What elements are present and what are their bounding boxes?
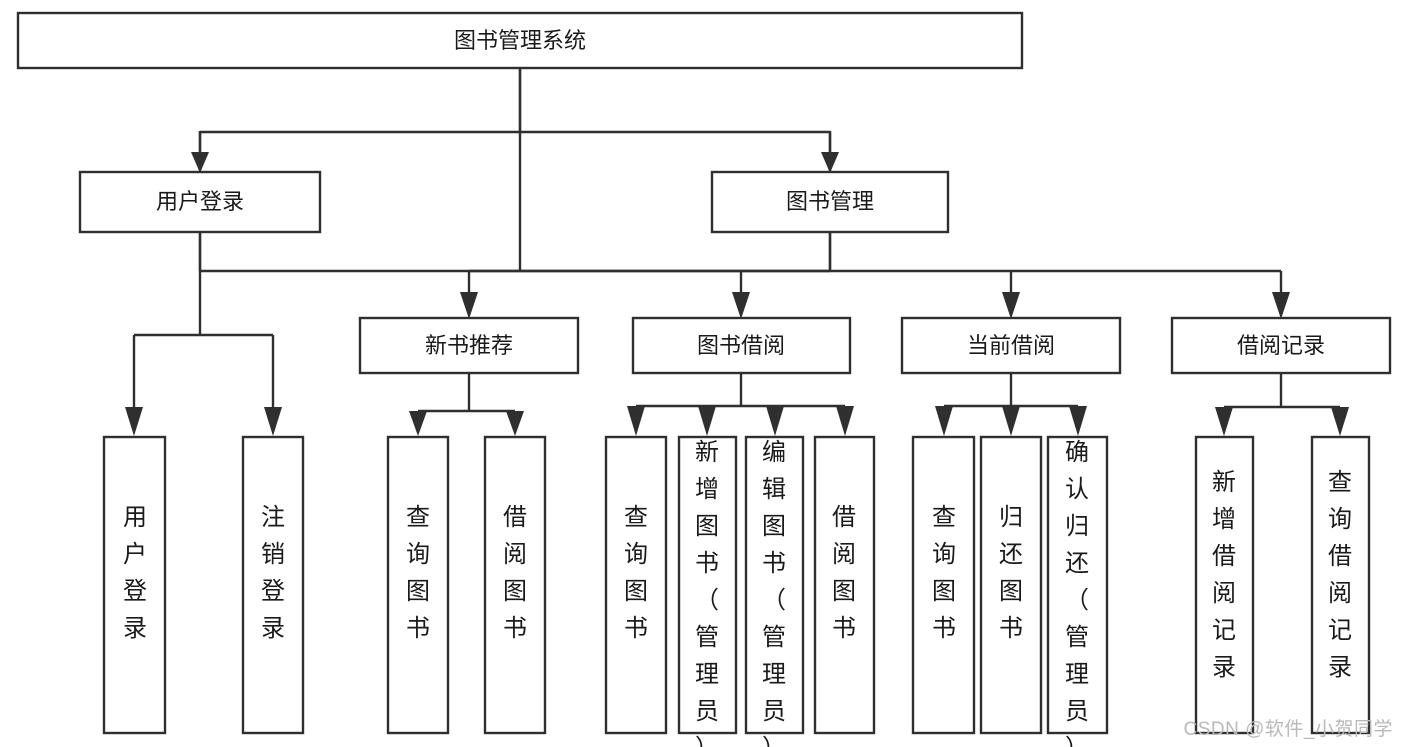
arrowhead-borrow-record <box>1272 292 1290 319</box>
arrowhead-leaf-borrow-book-rec <box>506 411 524 436</box>
arrowhead-leaf-user-login <box>125 407 143 436</box>
connector-group-main <box>191 68 839 173</box>
node-leaf-confirm-return-admin[interactable]: 确认归还（管理员） <box>1046 435 1109 747</box>
node-leaf-confirm-return-admin-box[interactable] <box>1046 435 1109 735</box>
node-borrow-record-box[interactable] <box>1170 316 1392 375</box>
node-leaf-query-book-current-box[interactable] <box>911 435 976 735</box>
node-leaf-edit-book-admin[interactable]: 编辑图书（管理员） <box>744 435 805 747</box>
node-leaf-borrow-book-borrow[interactable]: 借阅图书 <box>813 435 876 735</box>
node-leaf-edit-book-admin-label: 编辑图书（管理员） <box>762 439 786 747</box>
node-leaf-query-borrow-record-label: 查询借阅记录 <box>1328 469 1352 681</box>
node-user-login-label: 用户登录 <box>156 189 244 214</box>
node-book-borrow[interactable]: 图书借阅 <box>631 316 852 375</box>
connector-book-borrow-children <box>627 373 854 436</box>
connector-user-login-children <box>125 232 282 436</box>
node-leaf-query-book-rec[interactable]: 查询图书 <box>386 435 450 735</box>
node-root-box[interactable] <box>16 11 1024 70</box>
arrowhead-leaf-borrow-book-borrow <box>836 406 854 436</box>
node-leaf-add-book-admin-box[interactable] <box>677 435 738 735</box>
node-leaf-logout-label: 注销登录 <box>261 504 285 642</box>
node-leaf-logout[interactable]: 注销登录 <box>241 435 305 735</box>
node-current-borrow-box[interactable] <box>900 316 1122 375</box>
connector-borrow-record-children <box>1215 373 1349 436</box>
arrowhead-current-borrow <box>1002 292 1020 319</box>
node-leaf-borrow-book-rec-box[interactable] <box>483 435 547 735</box>
node-leaf-confirm-return-admin-label: 确认归还（管理员） <box>1065 439 1089 747</box>
connector-new-book-recommend-children <box>409 373 524 436</box>
node-borrow-record[interactable]: 借阅记录 <box>1170 316 1392 375</box>
node-leaf-borrow-book-rec-label: 借阅图书 <box>503 504 527 642</box>
arrowhead-leaf-add-book-admin <box>698 406 716 436</box>
node-book-borrow-label: 图书借阅 <box>697 333 785 358</box>
node-borrow-record-label: 借阅记录 <box>1237 333 1325 358</box>
arrowhead-leaf-query-book-borrow <box>627 406 645 436</box>
node-leaf-borrow-book-borrow-label: 借阅图书 <box>832 504 856 642</box>
node-leaf-user-login-box[interactable] <box>102 435 167 735</box>
leaf-nodes-group: 用户登录 注销登录 查询图书 借阅图书 查询图书 新增图书（管理员） <box>102 435 1371 747</box>
node-leaf-add-borrow-record-label: 新增借阅记录 <box>1212 469 1236 681</box>
arrowhead-leaf-query-book-rec <box>409 411 427 436</box>
node-leaf-logout-box[interactable] <box>241 435 305 735</box>
node-book-manage[interactable]: 图书管理 <box>710 170 950 234</box>
node-leaf-return-book-box[interactable] <box>979 435 1043 735</box>
connector-book-manage-children <box>460 232 1290 319</box>
node-book-manage-box[interactable] <box>710 170 950 234</box>
node-leaf-query-borrow-record[interactable]: 查询借阅记录 <box>1310 435 1371 735</box>
arrowhead-leaf-return-book <box>1002 406 1020 436</box>
arrowhead-book-manage <box>821 152 839 173</box>
node-leaf-query-book-borrow-box[interactable] <box>604 435 668 735</box>
connector-group <box>198 68 832 273</box>
node-new-book-recommend[interactable]: 新书推荐 <box>358 316 580 375</box>
arrowhead-leaf-confirm-return-admin <box>1069 406 1087 436</box>
arrowhead-leaf-query-borrow-record <box>1331 407 1349 436</box>
arrowhead-leaf-edit-book-admin <box>766 406 784 436</box>
arrowhead-user-login <box>191 152 209 173</box>
node-leaf-edit-book-admin-box[interactable] <box>744 435 805 735</box>
node-leaf-query-book-current[interactable]: 查询图书 <box>911 435 976 735</box>
node-leaf-query-book-current-label: 查询图书 <box>932 504 956 642</box>
node-leaf-add-borrow-record[interactable]: 新增借阅记录 <box>1194 435 1255 735</box>
node-leaf-borrow-book-rec[interactable]: 借阅图书 <box>483 435 547 735</box>
node-current-borrow-label: 当前借阅 <box>967 333 1055 358</box>
node-leaf-query-book-borrow-label: 查询图书 <box>624 504 648 642</box>
node-book-manage-label: 图书管理 <box>786 189 874 214</box>
arrowhead-leaf-query-book-current <box>935 406 953 436</box>
node-leaf-query-borrow-record-box[interactable] <box>1310 435 1371 735</box>
node-leaf-borrow-book-borrow-box[interactable] <box>813 435 876 735</box>
node-new-book-recommend-box[interactable] <box>358 316 580 375</box>
node-leaf-user-login[interactable]: 用户登录 <box>102 435 167 735</box>
arrowhead-leaf-add-borrow-record <box>1215 407 1233 436</box>
arrowhead-leaf-logout <box>264 407 282 436</box>
arrowhead-book-borrow <box>732 292 750 319</box>
connector-current-borrow-children <box>935 373 1087 436</box>
node-leaf-return-book-label: 归还图书 <box>999 504 1023 642</box>
node-new-book-recommend-label: 新书推荐 <box>425 333 513 358</box>
node-current-borrow[interactable]: 当前借阅 <box>900 316 1122 375</box>
node-leaf-add-borrow-record-box[interactable] <box>1194 435 1255 735</box>
node-leaf-query-book-rec-label: 查询图书 <box>406 504 430 642</box>
arrowhead-new-book-recommend <box>460 292 478 319</box>
node-user-login-box[interactable] <box>78 170 322 234</box>
node-root[interactable]: 图书管理系统 <box>16 11 1024 70</box>
node-leaf-user-login-label: 用户登录 <box>123 504 147 642</box>
node-root-label: 图书管理系统 <box>454 28 586 53</box>
node-leaf-return-book[interactable]: 归还图书 <box>979 435 1043 735</box>
node-book-borrow-box[interactable] <box>631 316 852 375</box>
node-leaf-query-book-borrow[interactable]: 查询图书 <box>604 435 668 735</box>
node-leaf-add-book-admin-label: 新增图书（管理员） <box>695 439 719 747</box>
node-leaf-add-book-admin[interactable]: 新增图书（管理员） <box>677 435 738 747</box>
node-leaf-query-book-rec-box[interactable] <box>386 435 450 735</box>
node-user-login[interactable]: 用户登录 <box>78 170 322 234</box>
